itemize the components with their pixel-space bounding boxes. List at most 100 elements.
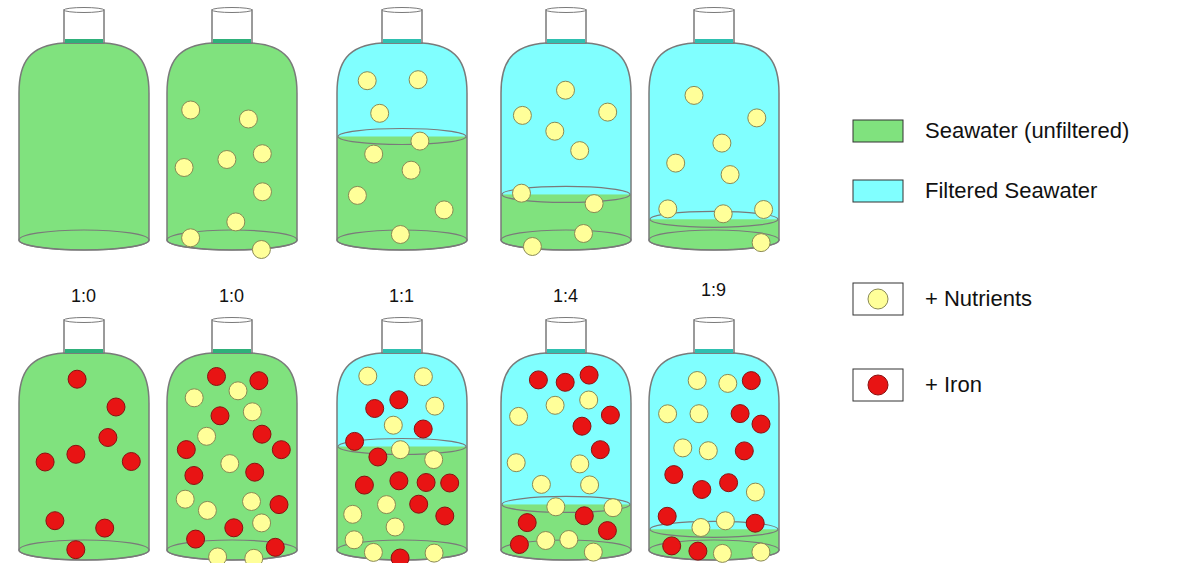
unfiltered-water xyxy=(17,33,151,260)
nutrient-dot xyxy=(414,368,432,386)
iron-dot xyxy=(746,514,764,532)
iron-dot xyxy=(601,406,619,424)
iron-dot xyxy=(355,476,373,494)
iron-dot xyxy=(67,445,85,463)
bottle-outline xyxy=(337,353,467,560)
iron-dot xyxy=(187,530,205,548)
ratio-label: 1:9 xyxy=(701,280,726,301)
iron-dot xyxy=(580,366,598,384)
water-fill xyxy=(647,351,781,563)
nutrient-dot xyxy=(674,439,692,457)
iron-dot xyxy=(67,541,85,559)
iron-dot xyxy=(270,496,288,514)
sample-bottle xyxy=(647,8,781,261)
nutrient-dot xyxy=(868,289,888,309)
iron-dot xyxy=(663,537,681,555)
unfiltered-water xyxy=(17,343,151,563)
iron-dot xyxy=(591,441,609,459)
water-fill xyxy=(17,343,151,563)
bottle-mouth xyxy=(694,318,734,323)
bottle-base xyxy=(19,230,149,250)
nutrient-dot xyxy=(198,427,216,445)
bottle-outline xyxy=(501,353,631,560)
iron-dot xyxy=(366,400,384,418)
nutrient-dot xyxy=(378,496,396,514)
iron-dot xyxy=(414,420,432,438)
water-fill xyxy=(335,41,469,260)
bottle-neck xyxy=(64,10,104,43)
nutrient-dot xyxy=(713,544,731,562)
nutrient-dot xyxy=(243,493,261,511)
iron-dot xyxy=(693,481,711,499)
nutrient-dot xyxy=(221,455,239,473)
bottle-group xyxy=(17,8,781,563)
bottle-base xyxy=(19,540,149,560)
nutrient-dot xyxy=(748,109,766,127)
nutrient-dot xyxy=(209,548,227,563)
nutrient-dot xyxy=(575,225,593,243)
bottle-mouth xyxy=(546,8,586,13)
nutrient-dot xyxy=(546,396,564,414)
nutrient-dot xyxy=(198,501,216,519)
nutrient-dot xyxy=(584,543,602,561)
iron-dot xyxy=(253,425,271,443)
nutrient-dot xyxy=(359,367,377,385)
iron-dot xyxy=(598,522,616,540)
iron-dot xyxy=(720,474,738,492)
iron-dot xyxy=(575,507,593,525)
nutrient-dot xyxy=(513,184,531,202)
iron-dot xyxy=(225,519,243,537)
iron-dot xyxy=(250,372,268,390)
ratio-label: 1:0 xyxy=(219,286,244,307)
water-fill xyxy=(165,33,299,260)
iron-dot xyxy=(752,415,770,433)
iron-dot xyxy=(410,495,428,513)
nutrient-dot xyxy=(537,532,555,550)
nutrient-dot xyxy=(685,86,703,104)
bottle-neck xyxy=(694,320,734,353)
bottle-neck xyxy=(212,10,252,43)
iron-dot xyxy=(518,514,536,532)
nutrient-dot xyxy=(344,505,362,523)
ratio-label: 1:0 xyxy=(71,286,96,307)
water-fill xyxy=(647,41,781,260)
nutrient-dot xyxy=(384,416,402,434)
nutrient-dot xyxy=(580,391,598,409)
nutrient-dot xyxy=(716,512,734,530)
nutrient-dot xyxy=(585,195,603,213)
nutrient-dot xyxy=(581,476,599,494)
nutrient-dot xyxy=(253,145,271,163)
unfiltered-water xyxy=(499,194,633,260)
nutrient-dot xyxy=(532,475,550,493)
nutrient-dot xyxy=(692,519,710,537)
nutrient-dot xyxy=(409,71,427,89)
iron-dot xyxy=(390,472,408,490)
sample-bottle xyxy=(165,318,299,563)
iron-dot xyxy=(246,463,264,481)
bottle-base xyxy=(501,230,631,250)
nutrient-dot xyxy=(599,103,617,121)
iron-dot xyxy=(346,432,364,450)
nutrient-dot xyxy=(721,166,739,184)
nutrient-dot xyxy=(239,110,257,128)
nutrient-dot xyxy=(391,441,409,459)
iron-dot xyxy=(390,391,408,409)
nutrient-dot xyxy=(510,407,528,425)
nutrient-dot xyxy=(227,213,245,231)
sample-bottle xyxy=(335,8,469,261)
nutrient-dot xyxy=(659,405,677,423)
water-fill xyxy=(499,41,633,260)
nutrient-dot xyxy=(714,205,732,223)
bottle-mouth xyxy=(546,318,586,323)
iron-dot xyxy=(417,474,435,492)
bottle-mouth xyxy=(382,318,422,323)
nutrient-dot xyxy=(688,372,706,390)
iron-dot xyxy=(665,466,683,484)
bottle-mouth xyxy=(382,8,422,13)
nutrient-dot xyxy=(435,201,453,219)
bottle-neck xyxy=(546,10,586,43)
iron-dot xyxy=(99,429,117,447)
nutrient-dot xyxy=(560,531,578,549)
neck-band xyxy=(65,349,103,353)
